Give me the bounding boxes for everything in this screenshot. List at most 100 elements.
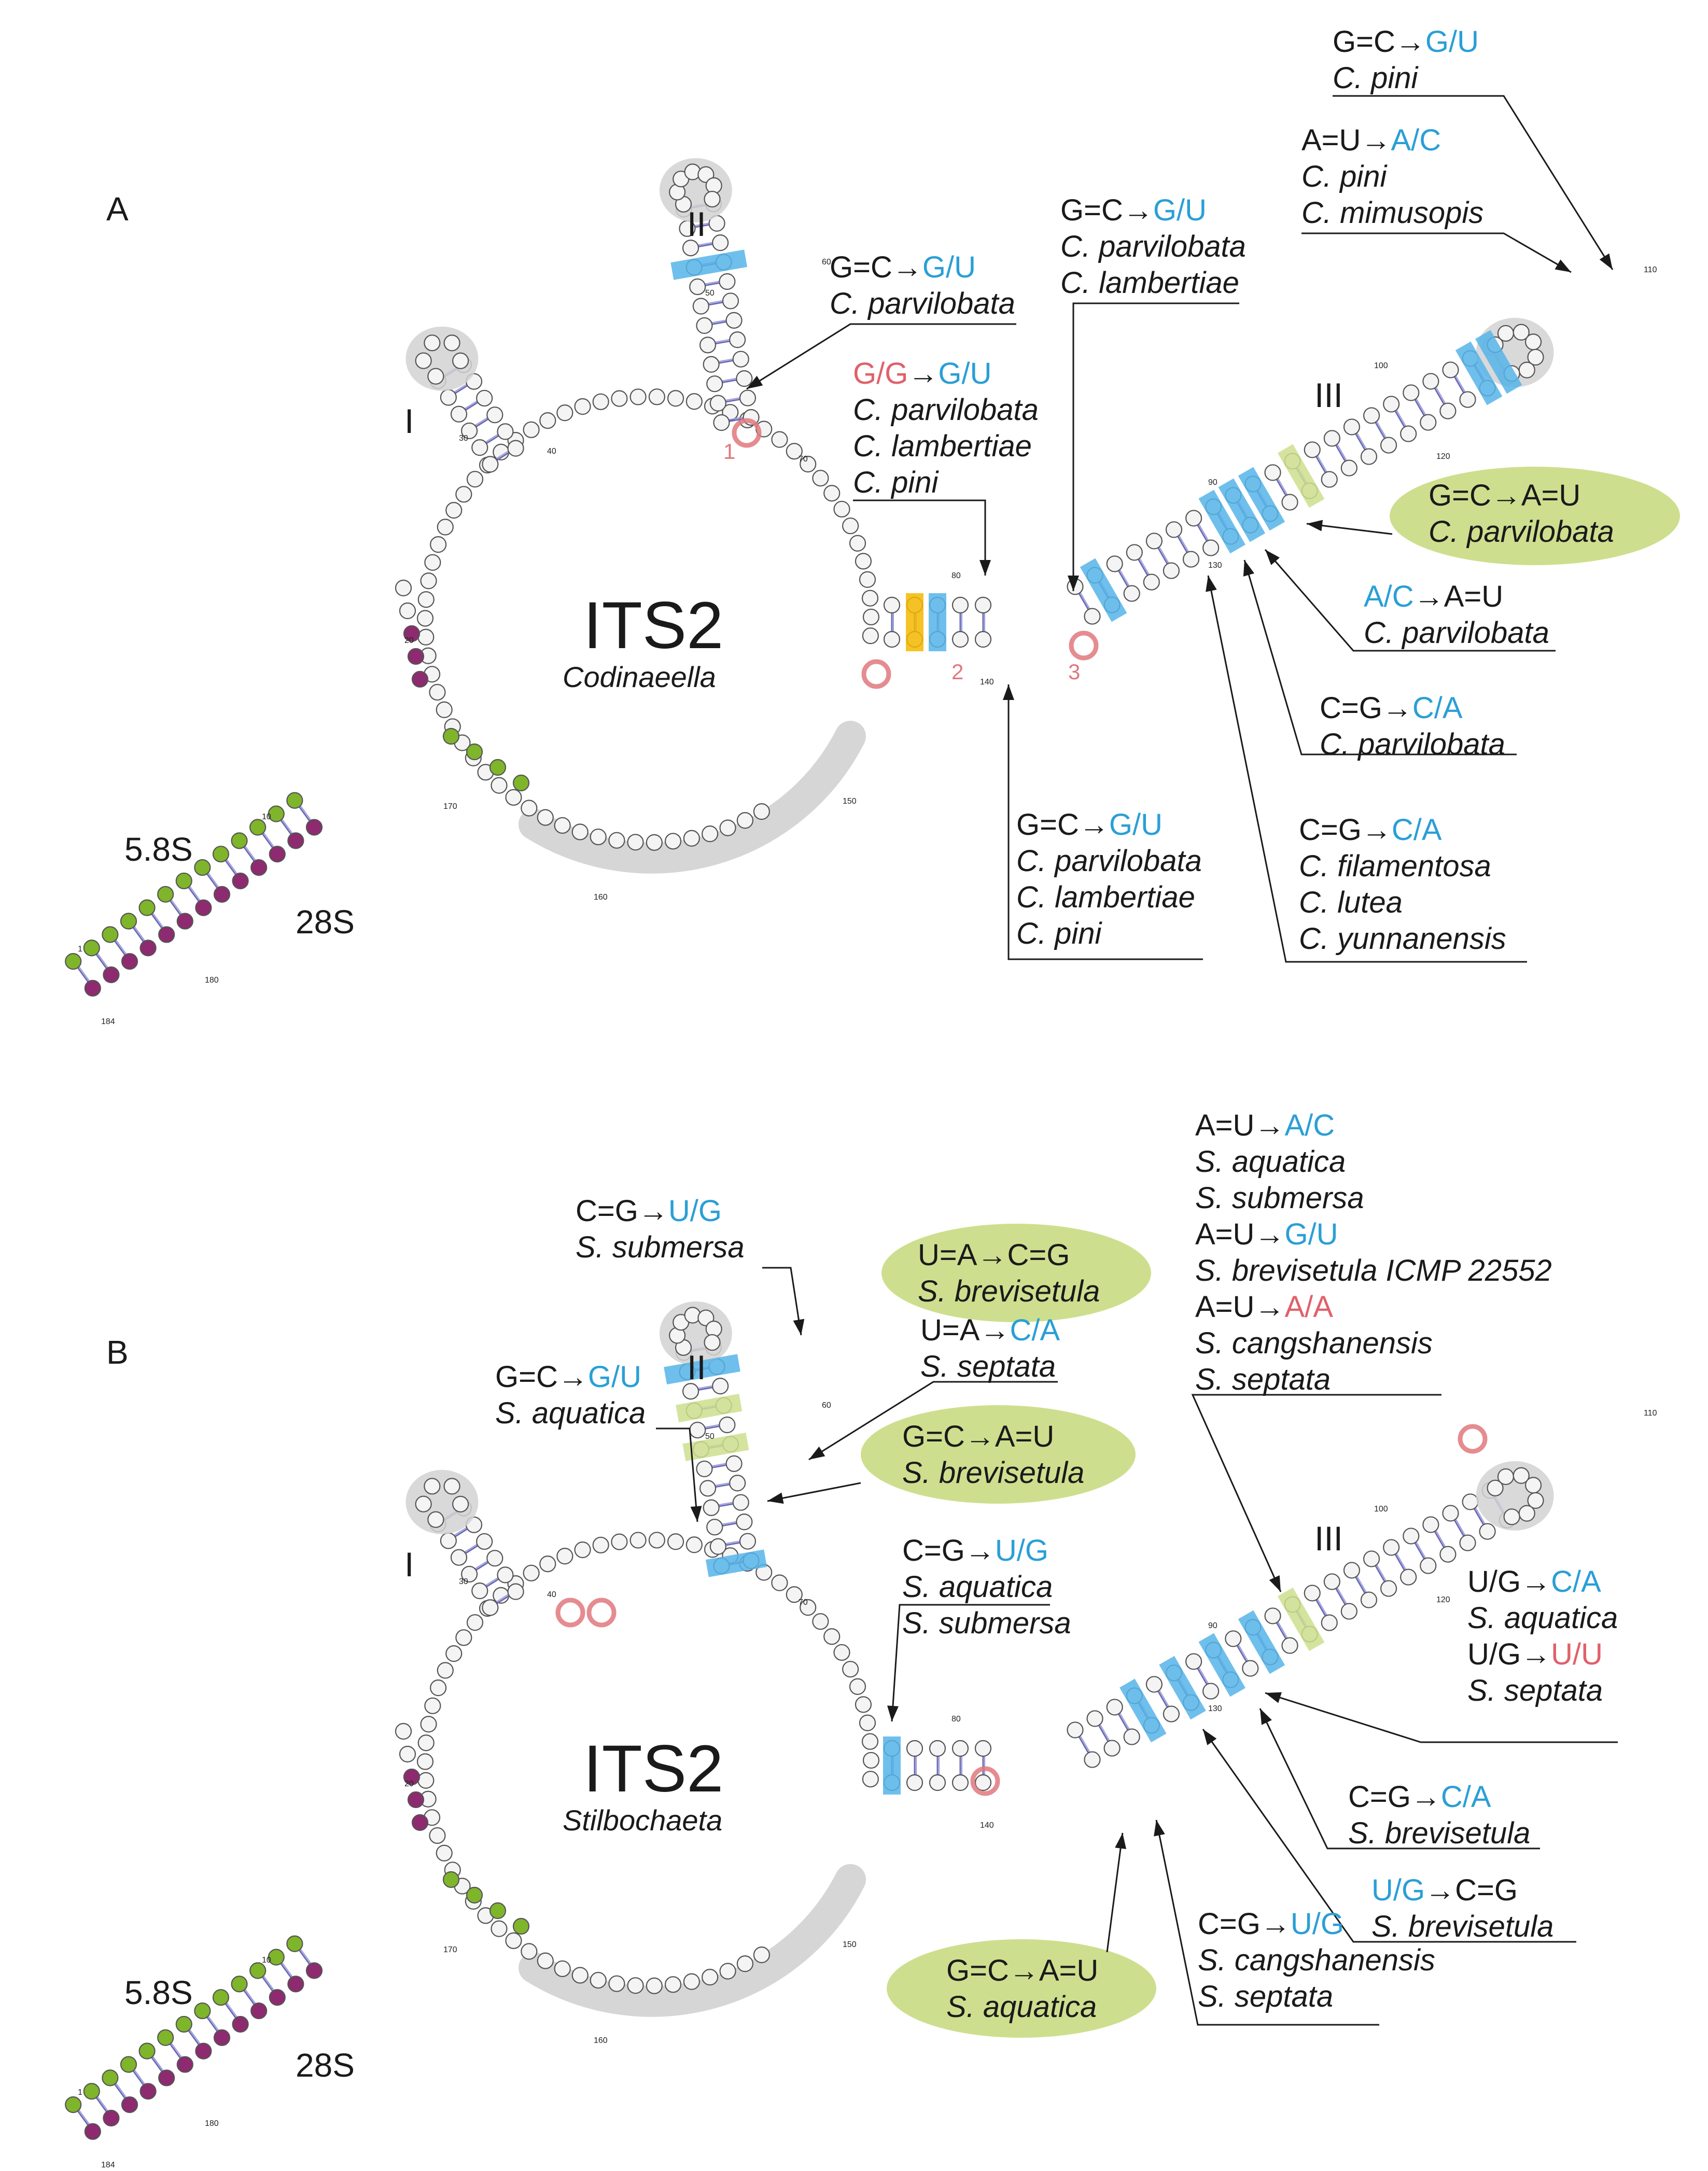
- species-name: S. cangshanensis: [1198, 1943, 1435, 1977]
- nucleotide: [951, 1740, 969, 1757]
- position-number: 70: [799, 455, 808, 464]
- nucleotide: [556, 1548, 573, 1565]
- mismatch-highlight: [555, 1598, 585, 1628]
- nucleotide: [417, 1772, 435, 1789]
- nucleotide: [1380, 1580, 1397, 1597]
- nucleotide: [505, 789, 522, 806]
- nucleotide: [287, 1976, 304, 1993]
- nucleotide: [539, 412, 556, 429]
- species-name: S. cangshanensis: [1195, 1326, 1433, 1360]
- nucleotide: [471, 439, 488, 456]
- nucleotide: [842, 1661, 859, 1678]
- substitution-after: C/A: [1392, 813, 1442, 847]
- nucleotide: [1420, 414, 1437, 431]
- substitution-annotation: C=G→C/AS. brevisetula: [1348, 1780, 1530, 1850]
- nucleotide: [176, 2056, 193, 2073]
- callout-arrow: [1264, 549, 1556, 652]
- nucleotide: [84, 2123, 101, 2140]
- substitution-arrow: →: [965, 1534, 995, 1567]
- substitution-annotation: U=A→C/AS. septata: [920, 1313, 1060, 1383]
- nucleotide: [212, 846, 230, 863]
- substitution-label: C=G→C/A: [1299, 813, 1442, 847]
- position-number: 80: [951, 571, 961, 580]
- pair-highlight: [670, 249, 748, 280]
- nucleotide: [424, 1697, 441, 1714]
- nucleotide: [1340, 1603, 1357, 1620]
- position-number: 50: [705, 1432, 715, 1441]
- nucleotide: [157, 2029, 174, 2046]
- nucleotide: [450, 1549, 468, 1566]
- nucleotide: [1487, 1479, 1504, 1496]
- nucleotide: [497, 1566, 514, 1584]
- nucleotide: [608, 832, 625, 849]
- nucleotide: [974, 1740, 992, 1757]
- position-number: 50: [705, 289, 715, 298]
- arrow-head: [1068, 576, 1079, 591]
- substitution-label: G=C→A=U: [1429, 479, 1580, 512]
- nucleotide: [195, 899, 212, 916]
- helix-i-label: I: [404, 1545, 414, 1584]
- mismatch-highlight: [732, 418, 762, 448]
- nucleotide: [430, 536, 447, 553]
- arrow-head: [1206, 576, 1217, 592]
- nucleotide: [521, 1943, 538, 1960]
- substitution-label: U/G→U/U: [1467, 1637, 1603, 1671]
- nucleotide: [951, 1774, 969, 1791]
- nucleotide: [424, 1478, 441, 1495]
- callout-arrow: [891, 1604, 1050, 1722]
- callout-arrow: [1106, 1832, 1124, 1953]
- substitution-before: C=G: [1299, 813, 1362, 847]
- mismatch-site-number: 3: [1068, 660, 1080, 684]
- nucleotide: [862, 627, 879, 645]
- nucleotide: [1304, 1585, 1321, 1602]
- nucleotide: [102, 926, 119, 943]
- nucleotide: [646, 1977, 663, 1994]
- nucleotide: [736, 1955, 753, 1972]
- nucleotide: [786, 443, 803, 460]
- nucleotide: [175, 2015, 192, 2033]
- substitution-label: G=C→A=U: [946, 1954, 1098, 1987]
- mismatch-site-number: 1: [723, 439, 735, 464]
- nucleotide: [849, 535, 866, 552]
- species-name: C. parvilobata: [1429, 515, 1614, 549]
- substitution-label: C=G→C/A: [1320, 691, 1463, 725]
- nucleotide: [592, 393, 609, 410]
- nucleotide: [1442, 361, 1459, 379]
- nucleotide: [629, 388, 647, 405]
- nucleotide: [437, 1662, 454, 1679]
- nucleotide: [1442, 1505, 1459, 1522]
- nucleotide: [1497, 325, 1515, 342]
- substitution-label: G=C→G/U: [830, 250, 976, 284]
- nucleotide: [629, 1532, 647, 1549]
- nucleotide: [420, 1716, 437, 1733]
- substitution-before: U=A: [918, 1238, 977, 1272]
- substitution-after: U/U: [1551, 1637, 1603, 1671]
- nucleotide: [512, 774, 530, 792]
- substitution-arrow: →: [1079, 808, 1109, 842]
- nucleotide: [507, 1583, 524, 1600]
- species-name: S. aquatica: [946, 1990, 1097, 2024]
- nucleotide: [194, 859, 211, 876]
- species-name: S. aquatica: [495, 1396, 646, 1430]
- position-number: 30: [459, 434, 468, 443]
- species-name: C. lutea: [1299, 886, 1403, 919]
- nucleotide: [1380, 437, 1397, 454]
- nucleotide: [823, 485, 841, 502]
- nucleotide: [823, 1628, 841, 1645]
- nucleotide: [833, 500, 850, 518]
- nucleotide: [415, 1495, 432, 1512]
- nucleotide: [696, 1460, 713, 1478]
- species-name: C. parvilobata: [1016, 844, 1202, 878]
- callout-arrow: [1259, 1708, 1540, 1850]
- nucleotide: [571, 1967, 589, 1984]
- nucleotide: [443, 334, 460, 352]
- nucleotide: [436, 1844, 453, 1861]
- nucleotide: [417, 591, 435, 608]
- species-name: C. lambertiae: [853, 429, 1032, 463]
- substitution-arrow: →: [1123, 193, 1153, 227]
- nucleotide: [287, 832, 304, 849]
- nucleotide: [702, 825, 719, 843]
- substitution-after: C/A: [1010, 1313, 1060, 1347]
